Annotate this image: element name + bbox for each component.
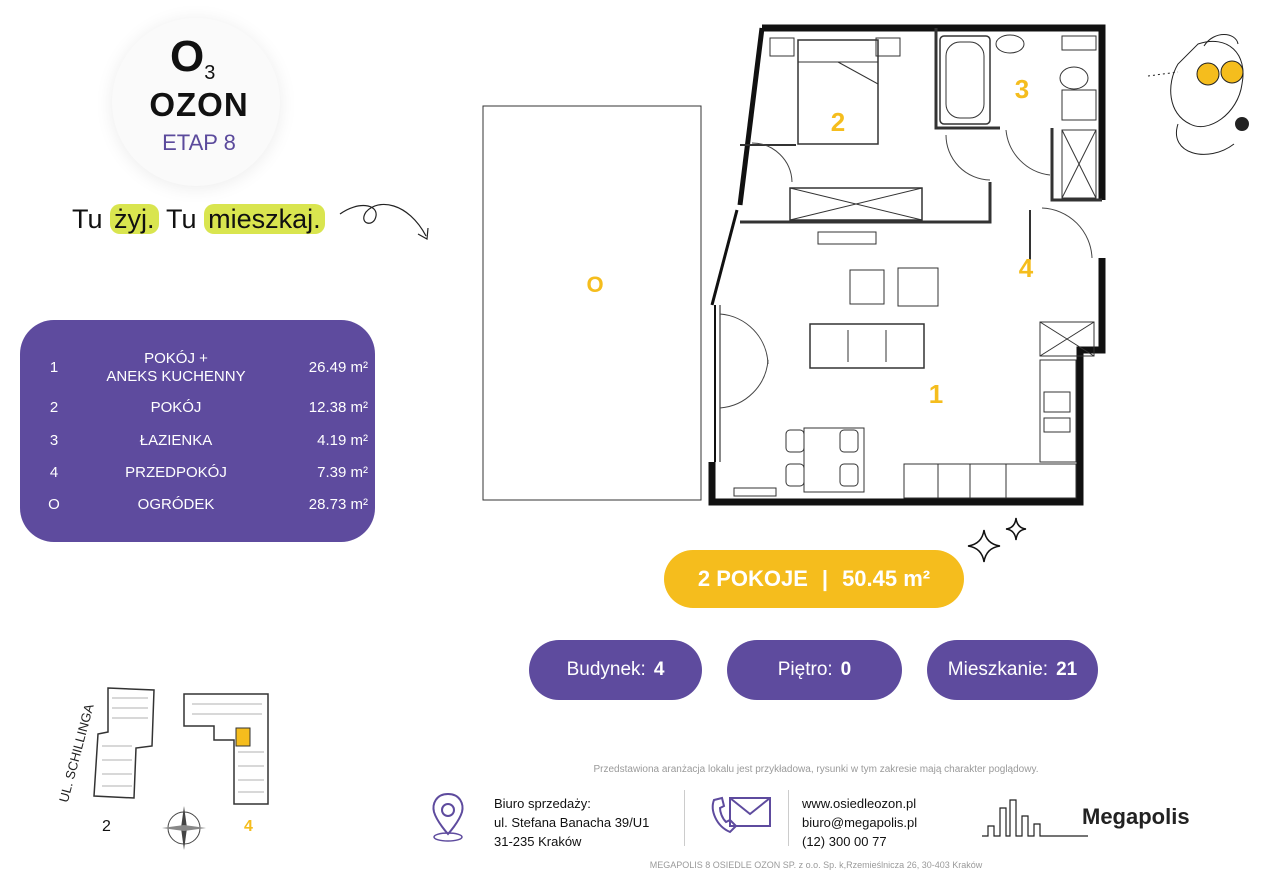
skyline-icon [982,799,1088,837]
room-area: 28.73 m² [308,496,368,513]
apartment-value: 21 [1056,659,1078,680]
location-pin-icon [432,792,464,842]
building-value: 4 [653,659,665,680]
logo-badge [112,18,280,186]
brand-name: Megapolis [1082,804,1190,829]
website-link[interactable]: www.osiedleozon.pl [802,796,917,811]
character-illustration-icon [1147,34,1249,155]
phone-number[interactable]: (12) 300 00 77 [802,834,887,849]
room-name: ŁAZIENKA [139,432,213,449]
footer-divider [684,790,685,846]
email-link[interactable]: biuro@megapolis.pl [802,815,918,830]
floor-value: 0 [840,659,852,680]
room-name: PRZEDPOKÓJ [125,464,227,481]
contact-info: www.osiedleozon.pl biuro@megapolis.pl (1… [802,794,917,851]
compass-icon [162,806,206,850]
plan-label-room1: 1 [929,379,943,409]
summary-area: 50.45 m² [842,566,931,591]
floor-plan: O 2 3 4 1 [482,24,1106,506]
phone-mail-icon [711,796,771,834]
room-name: POKÓJ [150,399,202,416]
room-area: 12.38 m² [308,399,368,416]
sitemap-building-4: 4 [244,818,253,835]
apartment-label: Mieszkanie: [947,659,1049,680]
footer-divider [788,790,789,846]
office-street: ul. Stefana Banacha 39/U1 [494,815,650,830]
room-area: 26.49 m² [308,359,368,376]
summary-rooms: 2 POKOJE [697,566,808,591]
logo-mark: O3 [170,32,216,84]
disclaimer: Przedstawiona aranżacja lokalu jest przy… [593,764,1039,775]
room-number: 4 [49,464,59,481]
sales-office: Biuro sprzedaży: ul. Stefana Banacha 39/… [494,794,649,851]
plan-label-room4: 4 [1019,253,1034,283]
room-name: POKÓJ + ANEKS KUCHENNY [106,350,246,385]
room-number: O [48,496,60,513]
office-city: 31-235 Kraków [494,834,582,849]
garden-area [482,105,702,501]
room-number: 1 [49,359,59,376]
plan-label-room2: 2 [831,107,845,137]
sitemap-building-2: 2 [102,818,111,835]
sparkle-icon [967,517,1027,563]
rooms-table: 1 POKÓJ + ANEKS KUCHENNY 26.49 m² 2 POKÓ… [20,320,375,542]
logo-stage: ETAP 8 [162,130,236,155]
company-footer: MEGAPOLIS 8 OSIEDLE OZON SP. z o.o. Sp. … [649,860,983,870]
summary-badge: 2 POKOJE | 50.45 m² [664,550,964,608]
apartment-pill: Mieszkanie: 21 [927,640,1098,700]
logo-name: OZON [149,86,249,123]
plan-label-garden: O [586,272,603,297]
plan-label-room3: 3 [1015,74,1029,104]
room-area: 4.19 m² [317,432,368,449]
room-area: 7.39 m² [317,464,368,481]
swirl-arrow-icon [339,203,429,240]
building-label: Budynek: [566,659,646,680]
site-map [93,687,269,805]
room-name: OGRÓDEK [137,496,215,513]
floor-pill: Piętro: 0 [727,640,902,700]
office-title: Biuro sprzedaży: [494,796,591,811]
floor-label: Piętro: [777,659,833,680]
building-pill: Budynek: 4 [529,640,702,700]
summary-separator: | [821,566,829,591]
room-number: 3 [49,432,59,449]
tagline: Tu żyj. Tu mieszkaj. [72,204,325,235]
room-number: 2 [49,399,59,416]
